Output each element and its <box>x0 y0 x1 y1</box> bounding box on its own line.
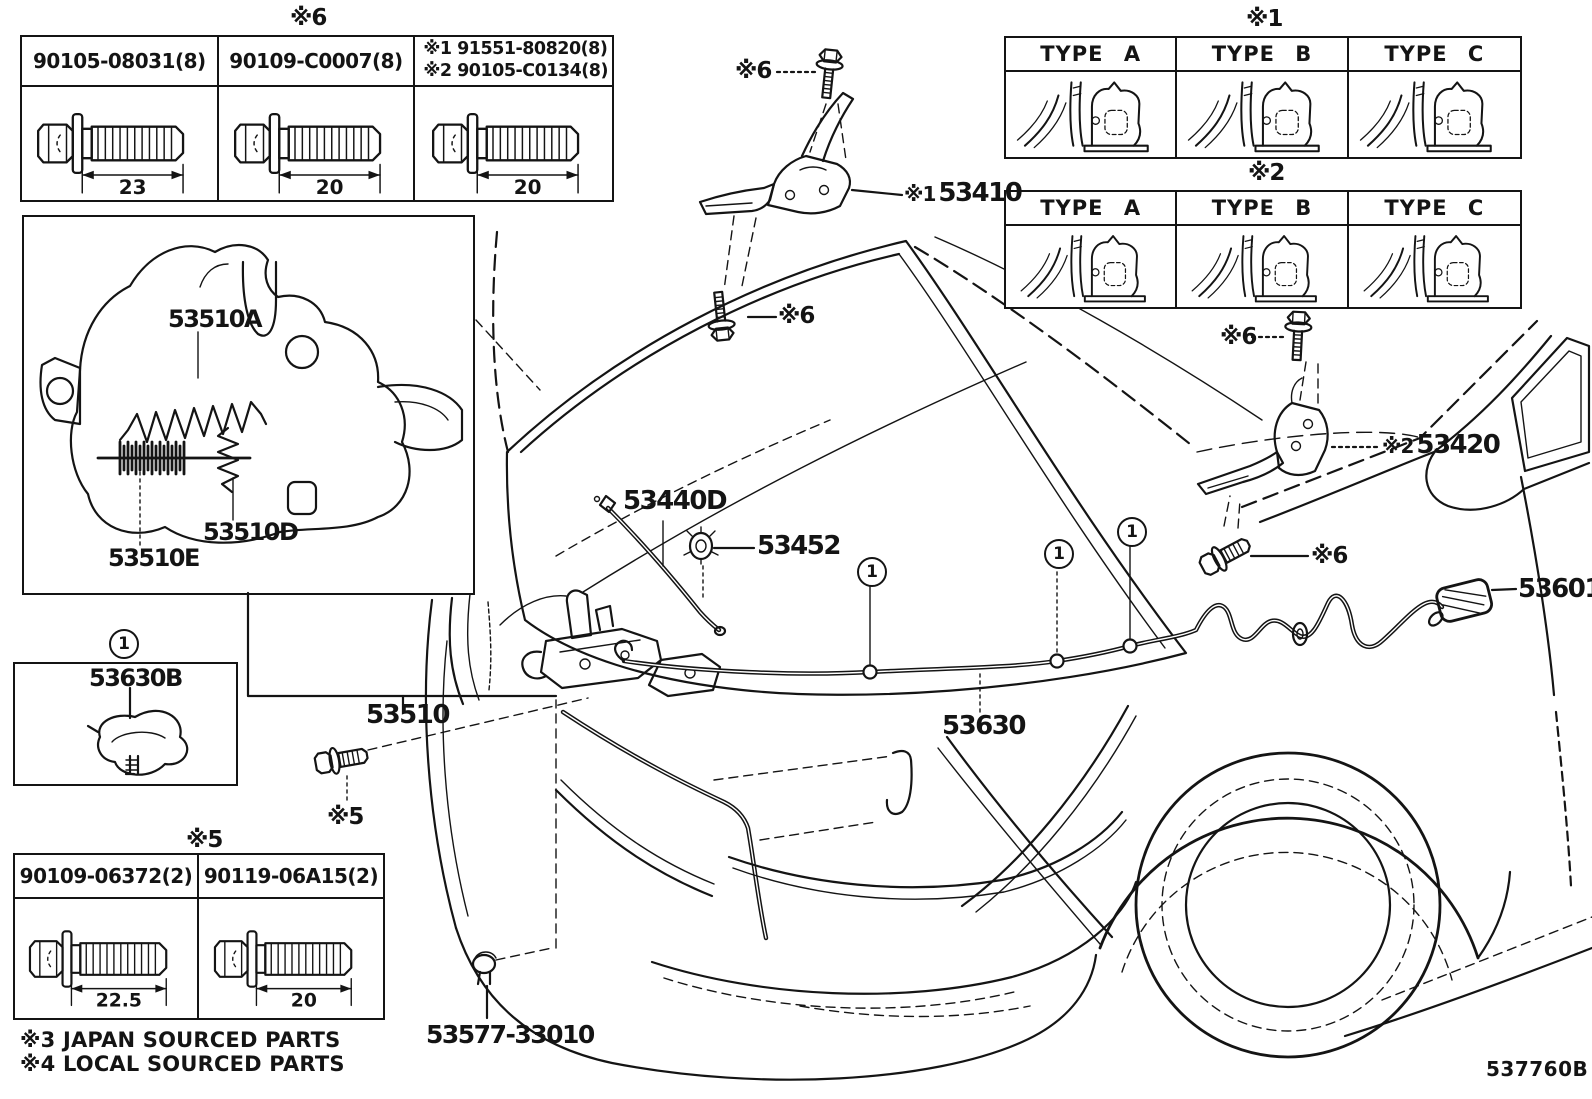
release-handle <box>1427 578 1494 627</box>
body-side <box>1196 319 1592 1038</box>
type-a-cell <box>1006 226 1178 307</box>
part-label-53577: 53577-33010 <box>426 1020 595 1049</box>
bolt-length: 23 <box>119 175 147 196</box>
clip-marker-circle: 1 <box>1044 539 1074 569</box>
front-wheel <box>1098 751 1512 1059</box>
bolt-part-header: 90105-08031(8) <box>22 37 219 87</box>
note-6-hinge-rh-upper: ※6 <box>735 58 772 84</box>
bolt-part-header: 90109-C0007(8) <box>218 37 416 87</box>
note-6-hinge-rh-lower: ※6 <box>778 303 815 329</box>
bolt-cell: 20 <box>219 87 416 200</box>
part-number: 53420 <box>1416 430 1500 460</box>
bolt-part-line2: ※2 90105-C0134(8) <box>423 61 608 81</box>
bolt-length: 20 <box>291 990 317 1009</box>
part-label-53510a: 53510A <box>168 305 263 333</box>
marker-number: 1 <box>1053 544 1065 564</box>
part-label-53510d: 53510D <box>203 518 299 546</box>
bolt-length: 20 <box>316 175 344 196</box>
clip-marker-circle: 1 <box>857 557 887 587</box>
bolt-illustration: 20 <box>232 91 400 196</box>
type-a-header: TYPE A <box>1006 38 1178 72</box>
bolt-cell: 22.5 <box>15 899 199 1018</box>
lock-detail-box <box>22 215 475 595</box>
part-label-53440d: 53440D <box>623 486 728 516</box>
part-label-53510e: 53510E <box>108 544 200 572</box>
type-c-header: TYPE C <box>1348 192 1520 226</box>
clip-53630b-art <box>86 686 189 776</box>
hood-outline <box>475 230 1188 696</box>
part-label-53510: 53510 <box>366 700 450 730</box>
type-table1-note: ※1 <box>1246 6 1283 32</box>
bolt-length: 20 <box>513 175 541 196</box>
bolt-icons-diagram <box>312 47 1314 803</box>
hood-lock-assembly <box>521 589 722 949</box>
type-table-2: TYPE A TYPE B TYPE C <box>1004 190 1522 309</box>
clip-53630b-box <box>13 662 238 786</box>
rod-clip <box>683 526 756 601</box>
top-bolt-table-note: ※6 <box>290 5 327 31</box>
part-label-53601: 53601 <box>1518 574 1592 604</box>
type-b-header: TYPE B <box>1177 192 1349 226</box>
type-c-cell <box>1349 72 1520 157</box>
hood-support-rod <box>593 494 727 637</box>
front-fascia <box>424 598 1138 1081</box>
hood-hinge-rh <box>698 91 855 291</box>
marker-number: 1 <box>866 562 878 582</box>
note-6-hinge-lh-lower: ※6 <box>1311 543 1348 569</box>
type-a-cell <box>1006 72 1178 157</box>
bolt-cell: 23 <box>22 87 219 200</box>
type-table2-note: ※2 <box>1248 160 1285 186</box>
note-1-prefix: ※1 <box>904 182 936 206</box>
type-c-cell <box>1349 226 1520 307</box>
bolt-part-header: ※1 91551-80820(8) ※2 90105-C0134(8) <box>415 37 612 87</box>
diagram-code: 537760B <box>1486 1057 1589 1081</box>
part-label-53452: 53452 <box>757 531 841 561</box>
bolt-illustration: 20 <box>212 909 370 1009</box>
hood-hinge-lh <box>1196 361 1329 529</box>
cowl-lines <box>448 236 1263 706</box>
bottom-bolt-table: 90109-06372(2) 90119-06A15(2) 22.5 20 <box>13 853 385 1020</box>
type-a-header: TYPE A <box>1006 192 1178 226</box>
top-bolt-table: 90105-08031(8) 90109-C0007(8) ※1 91551-8… <box>20 35 614 202</box>
clip-marker-circle: 1 <box>109 629 139 659</box>
part-label-53630b: 53630B <box>89 664 183 692</box>
bolt-cell: 20 <box>415 87 612 200</box>
release-cable <box>614 542 1445 713</box>
leader-lines <box>246 70 1381 706</box>
type-c-header: TYPE C <box>1348 38 1520 72</box>
bolt-part-header: 90119-06A15(2) <box>199 855 383 899</box>
bolt-illustration: 22.5 <box>27 909 185 1009</box>
bolt-illustration: 23 <box>35 91 203 196</box>
type-b-cell <box>1177 226 1349 307</box>
type-table-1: TYPE A TYPE B TYPE C <box>1004 36 1522 159</box>
part-number: 53410 <box>938 178 1022 208</box>
bolt-illustration: 20 <box>430 91 598 196</box>
bolt-part-line1: ※1 91551-80820(8) <box>423 39 608 60</box>
footnote-japan-sourced: ※3 JAPAN SOURCED PARTS <box>20 1028 341 1052</box>
part-label-53630: 53630 <box>942 711 1026 741</box>
note-5-lock-bolt: ※5 <box>327 804 364 830</box>
note-2-prefix: ※2 <box>1382 434 1414 458</box>
type-b-cell <box>1177 72 1349 157</box>
lock-detail-art <box>39 244 464 546</box>
handle-leader <box>1490 587 1518 592</box>
bolt-length: 22.5 <box>96 990 142 1009</box>
marker-number: 1 <box>1126 522 1138 542</box>
type-b-header: TYPE B <box>1177 38 1349 72</box>
clip-marker-circle: 1 <box>1117 517 1147 547</box>
note-6-hinge-lh-upper: ※6 <box>1220 324 1257 350</box>
bolt-part-header: 90109-06372(2) <box>15 855 199 899</box>
clip-53577 <box>471 947 553 1020</box>
footnote-local-sourced: ※4 LOCAL SOURCED PARTS <box>20 1052 345 1076</box>
bottom-bolt-table-note: ※5 <box>186 827 223 853</box>
marker-number: 1 <box>118 634 130 654</box>
bolt-cell: 20 <box>199 899 383 1018</box>
